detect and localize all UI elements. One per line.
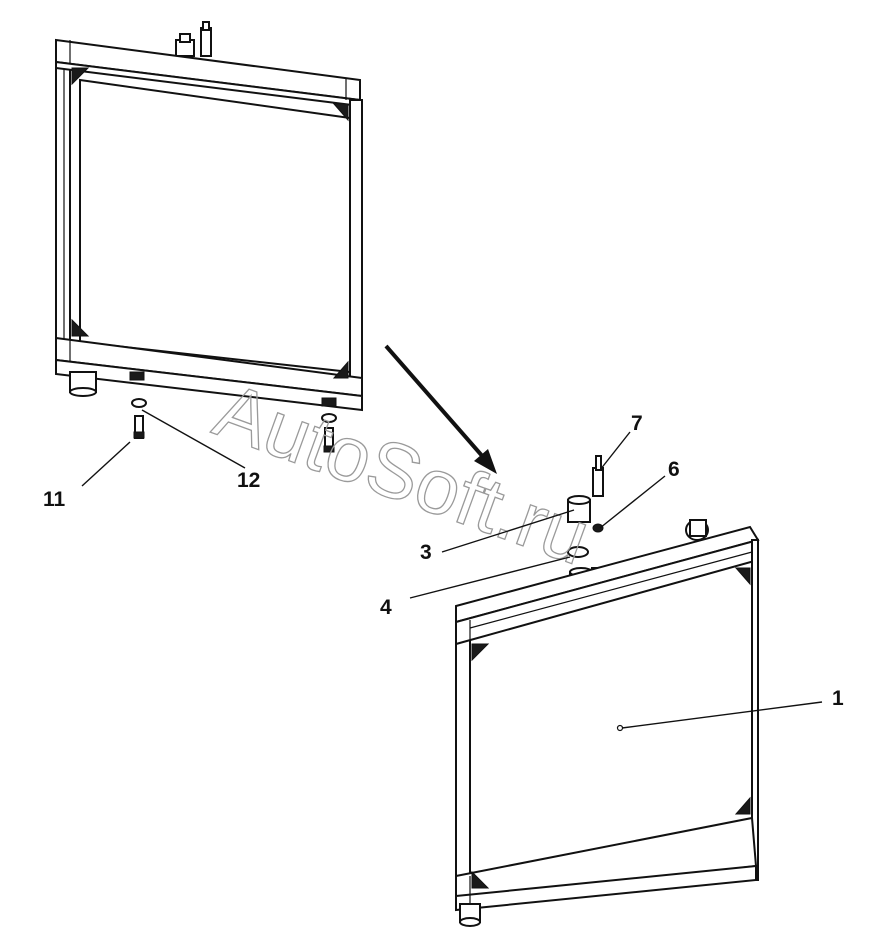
- lower-inlet-pipe: [685, 519, 709, 541]
- callout-12: 12: [237, 469, 260, 492]
- lower-outlet-pipe: [459, 903, 481, 927]
- callout-4: 4: [380, 596, 392, 619]
- callout-11: 11: [43, 488, 66, 511]
- upper-filler-neck: [175, 21, 212, 57]
- upper-left-side-tank: [55, 45, 71, 361]
- assembly-direction-arrow: [384, 344, 497, 474]
- lower-top-header: [455, 525, 760, 646]
- upper-radiator-assembly: [55, 21, 363, 453]
- upper-radiator-core: [79, 78, 351, 374]
- callout-7: 7: [631, 412, 643, 435]
- lower-bottom-header: [455, 816, 758, 912]
- watermark-text: AutoSoft.ru: [204, 365, 601, 581]
- upper-outlet-pipe: [69, 371, 97, 397]
- leader-lines: [81, 409, 823, 729]
- callout-1: 1: [832, 687, 844, 710]
- callout-6: 6: [668, 458, 680, 481]
- upper-mount-bolts: [131, 398, 337, 453]
- callout-3: 3: [420, 541, 432, 564]
- lower-radiator-assembly: [455, 455, 760, 927]
